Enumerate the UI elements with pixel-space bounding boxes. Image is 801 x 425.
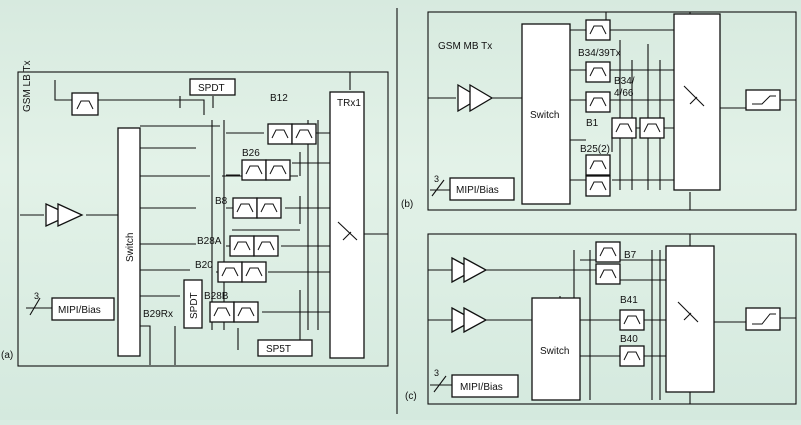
mipi-b-bus	[430, 179, 450, 197]
trx1-switch-symbol	[337, 221, 358, 241]
trx1-label: TRx1	[337, 98, 361, 109]
pa-c2-triangle-2	[463, 306, 488, 334]
mipi-b-bus-width: 3	[434, 174, 439, 184]
mipi-c-bus-width: 3	[434, 368, 439, 378]
panel-b-frame	[427, 11, 797, 211]
band-label-b41: B41	[620, 295, 638, 306]
band-label-b28a: B28A	[197, 236, 222, 247]
mipi-a-label: MIPI/Bias	[58, 305, 101, 316]
panel-c: (c) Switch B7 B41 B40 3 MIPI/Bias	[405, 233, 797, 405]
filter-pair-b8	[232, 197, 282, 219]
band-label-b34-39tx: B34/39Tx	[578, 48, 621, 59]
pa-c1-triangle-1	[451, 256, 476, 284]
gsm-mb-tx-label: GSM MB Tx	[438, 41, 492, 52]
panel-a-caption: (a)	[1, 350, 13, 361]
trx-b-block	[673, 13, 721, 191]
panel-c-wiring	[428, 234, 796, 404]
panel-b: (b) GSM MB Tx Switch B34/39Tx B34/ 4/66 …	[401, 11, 797, 211]
trx1-block	[329, 91, 365, 359]
spdt-top-label: SPDT	[198, 83, 225, 94]
highpass-b-icon	[752, 95, 776, 105]
band-label-b28b: B28B	[204, 291, 229, 302]
trx-c-block	[665, 245, 715, 393]
pa-c2-triangle-1	[451, 306, 476, 334]
mipi-b-label: MIPI/Bias	[456, 185, 499, 196]
spdt-side-block	[183, 279, 203, 329]
filter-pair-b28b	[209, 301, 259, 323]
filter-pair-b28a	[229, 235, 279, 257]
band-label-b8: B8	[215, 196, 228, 207]
gsm-lb-tx-label: GSM LB Tx	[22, 61, 33, 113]
switch-b-label: Switch	[530, 110, 559, 121]
band-label-b34-line1: B34/	[614, 76, 635, 87]
pa-b-triangle-2	[469, 83, 494, 113]
mipi-c-bus	[430, 375, 452, 393]
band-label-b25: B25(2)	[580, 144, 610, 155]
switch-a-block	[117, 127, 141, 357]
panel-b-bus	[619, 40, 661, 190]
filter-pair-b20	[217, 261, 267, 283]
switch-c-label: Switch	[540, 346, 569, 357]
trx-b-switch-symbol	[683, 85, 705, 107]
band-label-b40: B40	[620, 334, 638, 345]
band-label-b1: B1	[586, 118, 599, 129]
mipi-a-bus-width: 3	[34, 291, 39, 301]
pa-triangle-2	[57, 202, 84, 228]
panel-b-caption: (b)	[401, 199, 413, 210]
highpass-c-icon	[752, 313, 776, 325]
highpass-c-block	[745, 307, 781, 331]
band-label-b34-line2: 4/66	[614, 88, 634, 99]
sp5t-label: SP5T	[266, 344, 291, 355]
panel-a: (a) GSM LB Tx SPDT Switch TRx1	[1, 61, 389, 367]
switch-c-block	[531, 297, 581, 401]
panel-a-bus	[211, 120, 319, 330]
switch-a-label: Switch	[125, 233, 136, 262]
mipi-a-bus	[26, 297, 52, 316]
band-label-b26: B26	[242, 148, 260, 159]
trx-c-switch-symbol	[677, 301, 699, 323]
gsm-lb-filter	[71, 92, 99, 116]
band-label-b7: B7	[624, 250, 637, 261]
panel-c-frame	[427, 233, 797, 405]
spdt-side-label: SPDT	[189, 292, 200, 319]
mipi-c-label: MIPI/Bias	[460, 382, 503, 393]
mipi-b-block	[449, 177, 515, 201]
highpass-b-block	[745, 89, 781, 111]
mipi-a-block	[51, 297, 115, 321]
panel-c-caption: (c)	[405, 391, 417, 402]
mipi-c-block	[451, 374, 519, 398]
band-label-b12: B12	[270, 93, 288, 104]
pa-c1-triangle-2	[463, 256, 488, 284]
sp5t-block	[257, 339, 313, 357]
filters-c	[595, 241, 645, 367]
bandpass-icon	[76, 100, 94, 110]
spdt-top-block	[189, 78, 236, 96]
panel-a-frame	[17, 71, 389, 367]
band-label-b29rx: B29Rx	[143, 309, 173, 320]
filter-pair-b12	[267, 123, 317, 145]
pa-b-triangle-1	[457, 83, 482, 113]
filters-b	[585, 19, 665, 197]
band-label-b20: B20	[195, 260, 213, 271]
switch-b-block	[521, 23, 571, 205]
filter-pair-b26	[241, 159, 291, 181]
